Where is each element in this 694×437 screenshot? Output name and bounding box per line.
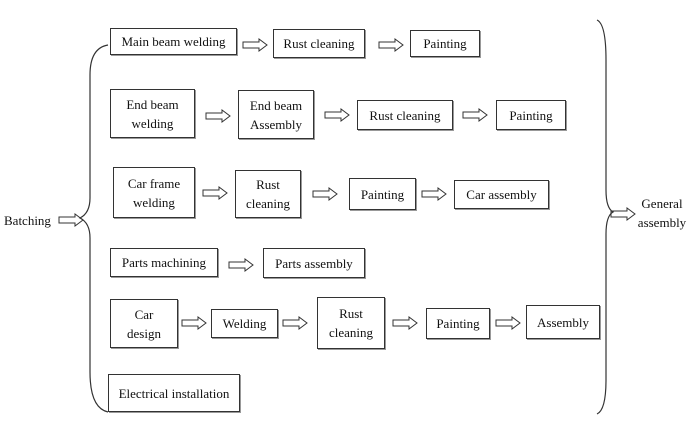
node-end-beam-assembly: End beam Assembly xyxy=(238,90,314,139)
node-assembly: Assembly xyxy=(526,305,600,339)
arrow-icon xyxy=(181,316,207,330)
node-rust-cleaning: Rust cleaning xyxy=(235,170,301,218)
node-car-assembly: Car assembly xyxy=(454,180,549,209)
node-car-design: Car design xyxy=(110,299,178,348)
node-painting: Painting xyxy=(496,100,566,130)
node-rust-cleaning: Rust cleaning xyxy=(273,29,365,58)
arrow-icon xyxy=(242,38,268,52)
node-rust-cleaning: Rust cleaning xyxy=(357,100,453,130)
end-label: General assembly xyxy=(637,196,687,230)
arrow-icon xyxy=(228,258,254,272)
left-brace xyxy=(78,44,109,413)
arrow-icon xyxy=(282,316,308,330)
arrow-icon xyxy=(58,213,84,227)
arrow-icon xyxy=(462,108,488,122)
arrow-icon xyxy=(610,207,636,221)
arrow-icon xyxy=(392,316,418,330)
node-electrical-installation: Electrical installation xyxy=(108,374,240,412)
node-painting: Painting xyxy=(349,178,416,210)
node-main-beam-welding: Main beam welding xyxy=(110,28,237,55)
arrow-icon xyxy=(202,186,228,200)
arrow-icon xyxy=(312,187,338,201)
node-parts-machining: Parts machining xyxy=(110,248,218,277)
right-brace xyxy=(596,19,615,415)
arrow-icon xyxy=(495,316,521,330)
start-label: Batching xyxy=(4,213,51,228)
arrow-icon xyxy=(378,38,404,52)
node-car-frame-welding: Car frame welding xyxy=(113,167,195,218)
node-welding: Welding xyxy=(211,309,278,338)
node-painting: Painting xyxy=(410,30,480,57)
arrow-icon xyxy=(421,187,447,201)
node-parts-assembly: Parts assembly xyxy=(263,248,365,278)
node-end-beam-welding: End beam welding xyxy=(110,89,195,138)
arrow-icon xyxy=(324,108,350,122)
node-painting: Painting xyxy=(426,308,490,339)
node-rust-cleaning: Rust cleaning xyxy=(317,297,385,349)
arrow-icon xyxy=(205,109,231,123)
